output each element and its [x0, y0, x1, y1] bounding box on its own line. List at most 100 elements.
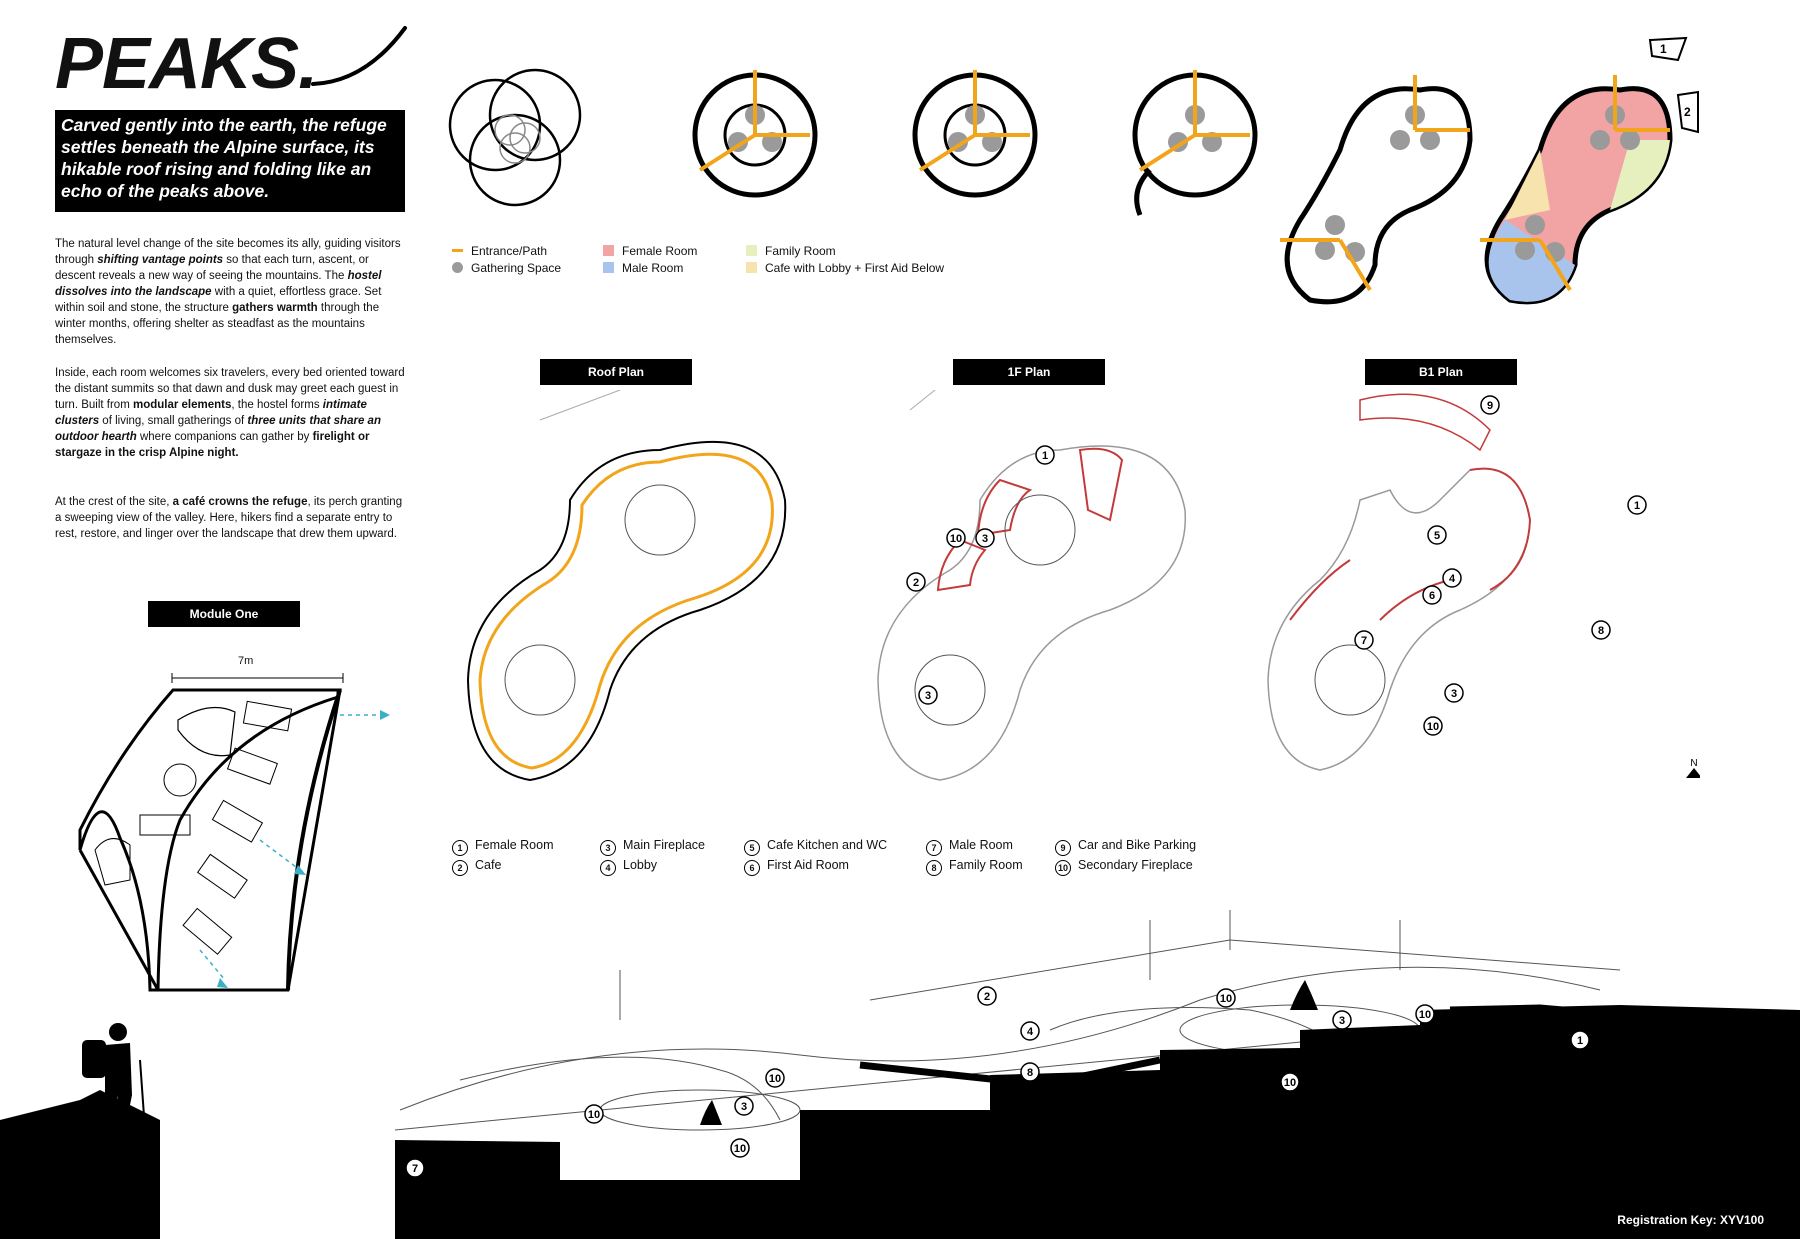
- plan-marker: 1: [1627, 495, 1647, 515]
- first-floor-plan: [877, 390, 1187, 781]
- roof-plan: [466, 390, 787, 782]
- svg-text:8: 8: [1598, 625, 1604, 637]
- svg-text:1: 1: [1634, 500, 1640, 512]
- text-run: where companions can gather by: [136, 431, 313, 443]
- svg-text:3: 3: [925, 690, 931, 702]
- svg-text:10: 10: [1284, 1077, 1296, 1089]
- svg-text:9: 9: [1487, 400, 1493, 412]
- plan-marker: 3: [918, 685, 938, 705]
- diagram-number-1: 1: [1660, 42, 1667, 56]
- plan-marker: 5: [1427, 525, 1447, 545]
- text-run: shifting vantage points: [97, 254, 224, 266]
- legend: Entrance/Path Gathering Space: [452, 243, 561, 277]
- paragraph-cafe: At the crest of the site, a café crowns …: [55, 494, 410, 542]
- text-run: Inside, each room welcomes six travelers…: [55, 367, 405, 411]
- legend-cafe: Cafe with Lobby + First Aid Below: [746, 260, 944, 277]
- lead-statement: Carved gently into the earth, the refuge…: [55, 110, 405, 212]
- plan-marker: 8: [1591, 620, 1611, 640]
- text-run: of living, small gatherings of: [99, 415, 248, 427]
- legend-swatch: [603, 245, 614, 256]
- plan-marker: 9: [1480, 395, 1500, 415]
- text-run: intimate clusters: [55, 399, 367, 427]
- section-marker: 3: [734, 1096, 754, 1116]
- svg-text:3: 3: [982, 533, 988, 545]
- svg-text:4: 4: [1027, 1026, 1034, 1038]
- section-marker: 10: [765, 1068, 785, 1088]
- text-run: At the crest of the site,: [55, 496, 173, 508]
- text-run: gathers warmth: [232, 302, 318, 314]
- section-marker: 3: [1332, 1010, 1352, 1030]
- legend-entrance: Entrance/Path: [452, 243, 561, 260]
- north-arrow-icon: N: [1686, 758, 1700, 778]
- floor-plans: 1 2 3 10 3 9 1 5 4 6 7 8 3 10 N: [466, 390, 1700, 782]
- svg-text:2: 2: [913, 577, 919, 589]
- legend-swatch: [603, 262, 614, 273]
- svg-text:10: 10: [769, 1073, 781, 1085]
- module-one-tag: Module One: [148, 601, 300, 627]
- section-marker: 8: [1020, 1062, 1040, 1082]
- plan-marker: 7: [1354, 630, 1374, 650]
- section-marker: 10: [584, 1104, 604, 1124]
- plan-marker: 6: [1422, 585, 1442, 605]
- registration-key: Registration Key: XYV100: [1617, 1213, 1764, 1227]
- svg-text:8: 8: [1027, 1067, 1033, 1079]
- svg-text:10: 10: [1427, 721, 1439, 733]
- section-marker: 10: [1216, 988, 1236, 1008]
- legend-swatch: [452, 262, 463, 273]
- hiker-silhouette-icon: [82, 1023, 146, 1131]
- plan-marker: 10: [1423, 716, 1443, 736]
- legend-swatch: [452, 249, 463, 252]
- text-run: so that each turn, ascent, or descent re…: [55, 254, 369, 282]
- legend-gathering: Gathering Space: [452, 260, 561, 277]
- massing-diagrams: 1 2: [448, 36, 1699, 305]
- section-marker: 10: [1280, 1072, 1300, 1092]
- text-run: a café crowns the refuge: [172, 496, 308, 508]
- svg-text:10: 10: [1419, 1009, 1431, 1021]
- section-marker: 10: [1415, 1004, 1435, 1024]
- svg-text:3: 3: [1451, 688, 1457, 700]
- svg-text:N: N: [1690, 758, 1697, 769]
- svg-text:4: 4: [1449, 573, 1456, 585]
- roof-plan-tag: Roof Plan: [540, 359, 692, 385]
- plan-marker: 3: [1444, 683, 1464, 703]
- plan-marker: 1: [1035, 445, 1055, 465]
- text-run: with a quiet, effortless grace. Set with…: [55, 286, 382, 314]
- section-marker: 4: [1020, 1021, 1040, 1041]
- legend-rooms: Female Room Male Room: [603, 243, 697, 277]
- svg-text:3: 3: [741, 1101, 747, 1113]
- text-run: modular elements: [132, 399, 232, 411]
- svg-text:2: 2: [984, 991, 990, 1003]
- legend-female: Female Room: [603, 243, 697, 260]
- svg-text:1: 1: [1042, 450, 1048, 462]
- plan-marker: 2: [906, 572, 926, 592]
- module-one-plan: [78, 673, 390, 992]
- section-marker: 7: [405, 1158, 425, 1178]
- text-run: hostel dissolves into the landscape: [55, 270, 382, 298]
- section-marker: 10: [730, 1138, 750, 1158]
- text-run: through the winter months, offering shel…: [55, 302, 380, 346]
- svg-text:10: 10: [1220, 993, 1232, 1005]
- plan-marker: 10: [946, 528, 966, 548]
- svg-text:10: 10: [734, 1143, 746, 1155]
- text-run: three units that share an outdoor hearth: [55, 415, 381, 443]
- legend-swatch: [746, 245, 757, 256]
- section-illustration: 2 4 8 3 10 10 10 1 10 3 10 10 7: [0, 910, 1800, 1239]
- text-run: The natural level change of the site bec…: [55, 238, 401, 266]
- text-run: firelight or stargaze in the crisp Alpin…: [55, 431, 370, 459]
- b1-plan: [1267, 393, 1532, 771]
- fire-icon: [700, 980, 1318, 1125]
- text-run: , the hostel forms: [231, 399, 323, 411]
- paragraph-rooms: Inside, each room welcomes six travelers…: [55, 365, 410, 461]
